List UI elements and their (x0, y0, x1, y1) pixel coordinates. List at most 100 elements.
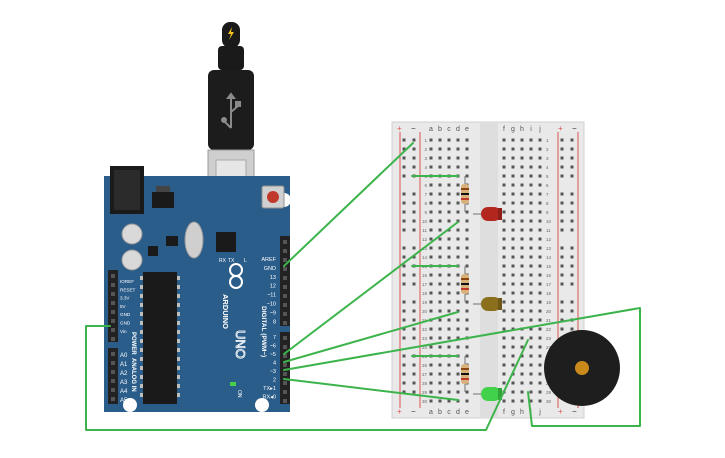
breadboard-hole[interactable] (456, 318, 460, 322)
breadboard-hole[interactable] (438, 318, 442, 322)
rail-hole[interactable] (412, 327, 416, 331)
breadboard-hole[interactable] (511, 246, 515, 250)
breadboard-hole[interactable] (447, 210, 451, 214)
breadboard-hole[interactable] (502, 192, 506, 196)
wires[interactable] (85, 142, 641, 431)
breadboard-hole[interactable] (529, 183, 533, 187)
header-hole[interactable] (283, 258, 287, 262)
breadboard-hole[interactable] (511, 237, 515, 241)
breadboard-hole[interactable] (456, 192, 460, 196)
led-yellow[interactable] (473, 297, 502, 311)
rail-hole[interactable] (560, 228, 564, 232)
breadboard-hole[interactable] (429, 228, 433, 232)
header-hole[interactable] (283, 363, 287, 367)
breadboard-hole[interactable] (447, 318, 451, 322)
breadboard-hole[interactable] (529, 372, 533, 376)
breadboard-hole[interactable] (529, 156, 533, 160)
rail-hole[interactable] (412, 219, 416, 223)
rail-hole[interactable] (560, 165, 564, 169)
breadboard-hole[interactable] (511, 354, 515, 358)
rail-hole[interactable] (412, 165, 416, 169)
breadboard-hole[interactable] (538, 255, 542, 259)
breadboard-hole[interactable] (520, 345, 524, 349)
breadboard-hole[interactable] (511, 183, 515, 187)
wire-pin5[interactable] (283, 221, 459, 355)
breadboard-hole[interactable] (465, 138, 469, 142)
breadboard-hole[interactable] (502, 246, 506, 250)
wire-pin2[interactable] (283, 378, 459, 401)
header-hole[interactable] (111, 370, 115, 374)
rail-hole[interactable] (412, 381, 416, 385)
header-hole[interactable] (283, 372, 287, 376)
rail-hole[interactable] (412, 201, 416, 205)
breadboard-hole[interactable] (429, 237, 433, 241)
breadboard-hole[interactable] (429, 183, 433, 187)
rail-hole[interactable] (402, 246, 406, 250)
breadboard-hole[interactable] (456, 327, 460, 331)
breadboard-hole[interactable] (429, 309, 433, 313)
breadboard-hole[interactable] (538, 318, 542, 322)
breadboard-hole[interactable] (511, 381, 515, 385)
breadboard-hole[interactable] (456, 210, 460, 214)
breadboard-hole[interactable] (529, 138, 533, 142)
breadboard-hole[interactable] (520, 192, 524, 196)
breadboard-hole[interactable] (465, 327, 469, 331)
breadboard-hole[interactable] (447, 300, 451, 304)
breadboard-hole[interactable] (511, 210, 515, 214)
rail-hole[interactable] (402, 264, 406, 268)
breadboard-hole[interactable] (465, 165, 469, 169)
header-hole[interactable] (283, 390, 287, 394)
breadboard-hole[interactable] (465, 237, 469, 241)
breadboard-hole[interactable] (511, 309, 515, 313)
rail-hole[interactable] (412, 309, 416, 313)
breadboard-hole[interactable] (520, 246, 524, 250)
breadboard-hole[interactable] (429, 273, 433, 277)
rail-hole[interactable] (412, 390, 416, 394)
breadboard-hole[interactable] (456, 291, 460, 295)
breadboard-hole[interactable] (520, 273, 524, 277)
breadboard-hole[interactable] (438, 147, 442, 151)
led-green[interactable] (473, 387, 502, 401)
rail-hole[interactable] (402, 390, 406, 394)
header-hole[interactable] (283, 294, 287, 298)
rail-hole[interactable] (560, 327, 564, 331)
rail-hole[interactable] (560, 282, 564, 286)
breadboard-hole[interactable] (520, 336, 524, 340)
rail-hole[interactable] (570, 273, 574, 277)
breadboard-hole[interactable] (520, 174, 524, 178)
breadboard-hole[interactable] (502, 327, 506, 331)
rail-hole[interactable] (570, 246, 574, 250)
breadboard-hole[interactable] (520, 183, 524, 187)
breadboard-hole[interactable] (502, 309, 506, 313)
breadboard-hole[interactable] (438, 336, 442, 340)
breadboard-hole[interactable] (538, 363, 542, 367)
breadboard-hole[interactable] (456, 345, 460, 349)
breadboard-hole[interactable] (529, 327, 533, 331)
rail-hole[interactable] (560, 174, 564, 178)
rail-hole[interactable] (402, 282, 406, 286)
breadboard-hole[interactable] (538, 138, 542, 142)
breadboard-hole[interactable] (456, 390, 460, 394)
breadboard-hole[interactable] (529, 381, 533, 385)
breadboard-hole[interactable] (447, 282, 451, 286)
breadboard-hole[interactable] (456, 273, 460, 277)
breadboard-hole[interactable] (520, 300, 524, 304)
breadboard-hole[interactable] (429, 165, 433, 169)
breadboard-hole[interactable] (520, 201, 524, 205)
breadboard-hole[interactable] (529, 192, 533, 196)
breadboard-hole[interactable] (511, 264, 515, 268)
rail-hole[interactable] (402, 192, 406, 196)
header-hole[interactable] (283, 303, 287, 307)
header-hole[interactable] (283, 321, 287, 325)
breadboard-hole[interactable] (465, 174, 469, 178)
rail-hole[interactable] (560, 138, 564, 142)
breadboard-hole[interactable] (511, 300, 515, 304)
breadboard-hole[interactable] (538, 183, 542, 187)
breadboard-hole[interactable] (538, 156, 542, 160)
breadboard-hole[interactable] (538, 264, 542, 268)
breadboard-hole[interactable] (465, 309, 469, 313)
rail-hole[interactable] (560, 273, 564, 277)
breadboard-hole[interactable] (438, 273, 442, 277)
rail-hole[interactable] (412, 318, 416, 322)
